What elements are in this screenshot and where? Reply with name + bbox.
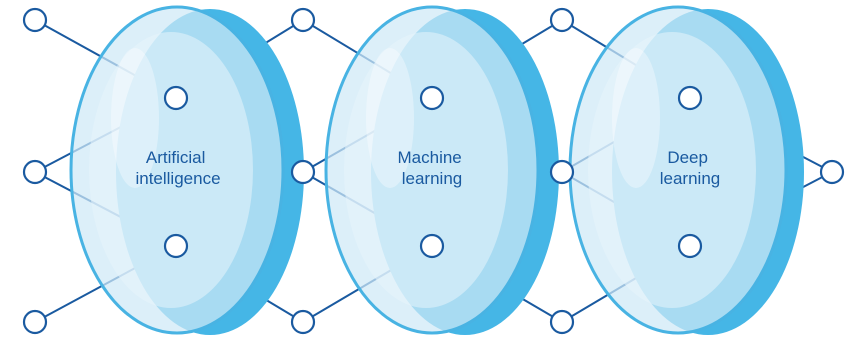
node: [290, 7, 316, 33]
lens-deep-learning: [568, 5, 804, 335]
node: [290, 159, 316, 185]
lens-highlight: [111, 48, 159, 188]
node: [549, 309, 575, 335]
lens-inner: [588, 32, 756, 308]
node: [549, 159, 575, 185]
lens-highlight: [366, 48, 414, 188]
lens-label-line: intelligence: [135, 169, 220, 188]
lens-label-line: learning: [402, 169, 463, 188]
node: [419, 233, 445, 259]
lens-highlight: [612, 48, 660, 188]
lens-inner: [344, 32, 508, 308]
node: [22, 159, 48, 185]
node: [677, 233, 703, 259]
network-nodes: [22, 7, 845, 335]
node: [290, 309, 316, 335]
lens-label-line: Machine: [398, 148, 462, 167]
lens-label-line: Artificial: [146, 148, 206, 167]
lens-inner: [89, 32, 253, 308]
lens-label-line: learning: [660, 169, 721, 188]
node: [677, 85, 703, 111]
node: [22, 7, 48, 33]
lens-artificial-intelligence: [69, 5, 304, 335]
lens-label-artificial-intelligence: Artificial intelligence: [135, 148, 220, 188]
lens-label-machine-learning: Machine learning: [398, 148, 467, 188]
node: [419, 85, 445, 111]
lens-label-line: Deep: [667, 148, 708, 167]
lens-label-deep-learning: Deep learning: [660, 148, 721, 188]
lens-machine-learning: [324, 5, 559, 335]
node: [549, 7, 575, 33]
node: [819, 159, 845, 185]
node: [163, 233, 189, 259]
node: [22, 309, 48, 335]
node: [163, 85, 189, 111]
